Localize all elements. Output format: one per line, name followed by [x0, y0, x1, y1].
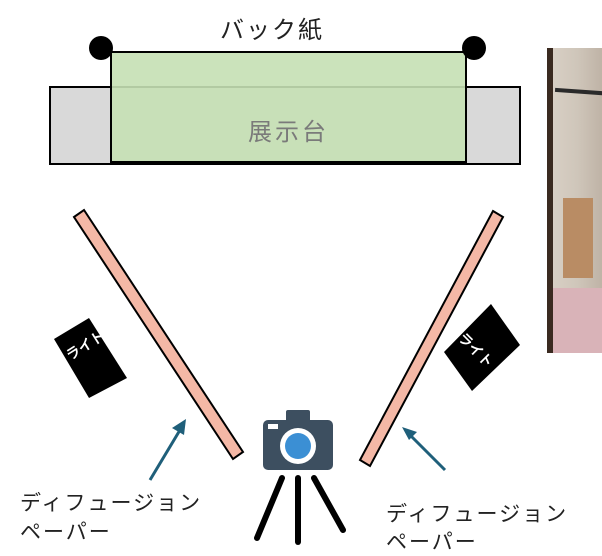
photo-thumbnail	[547, 48, 602, 353]
diffusion-right-label-line2: ペーパー	[386, 530, 478, 554]
arrow-right	[402, 427, 447, 472]
photo-floor	[553, 288, 602, 353]
back-paper-label: バック紙	[220, 16, 324, 44]
diffusion-paper-left	[72, 208, 245, 461]
photo-box	[563, 198, 593, 278]
back-paper-roller-right	[462, 36, 486, 60]
diffusion-left-label-line1: ディフュージョン	[20, 491, 203, 515]
camera-icon	[263, 410, 333, 470]
diffusion-right-label-line1: ディフュージョン	[386, 502, 569, 526]
back-paper-roller-left	[89, 36, 113, 60]
photo-rod	[554, 87, 602, 97]
stand-label: 展示台	[248, 118, 329, 146]
diffusion-paper-right	[358, 209, 505, 468]
light-left-shape	[54, 318, 127, 398]
arrow-left	[148, 419, 186, 481]
light-right-shape	[444, 304, 520, 391]
back-paper-rect	[110, 51, 467, 163]
tripod-icon	[254, 475, 346, 545]
diffusion-left-label-line2: ペーパー	[20, 520, 112, 544]
